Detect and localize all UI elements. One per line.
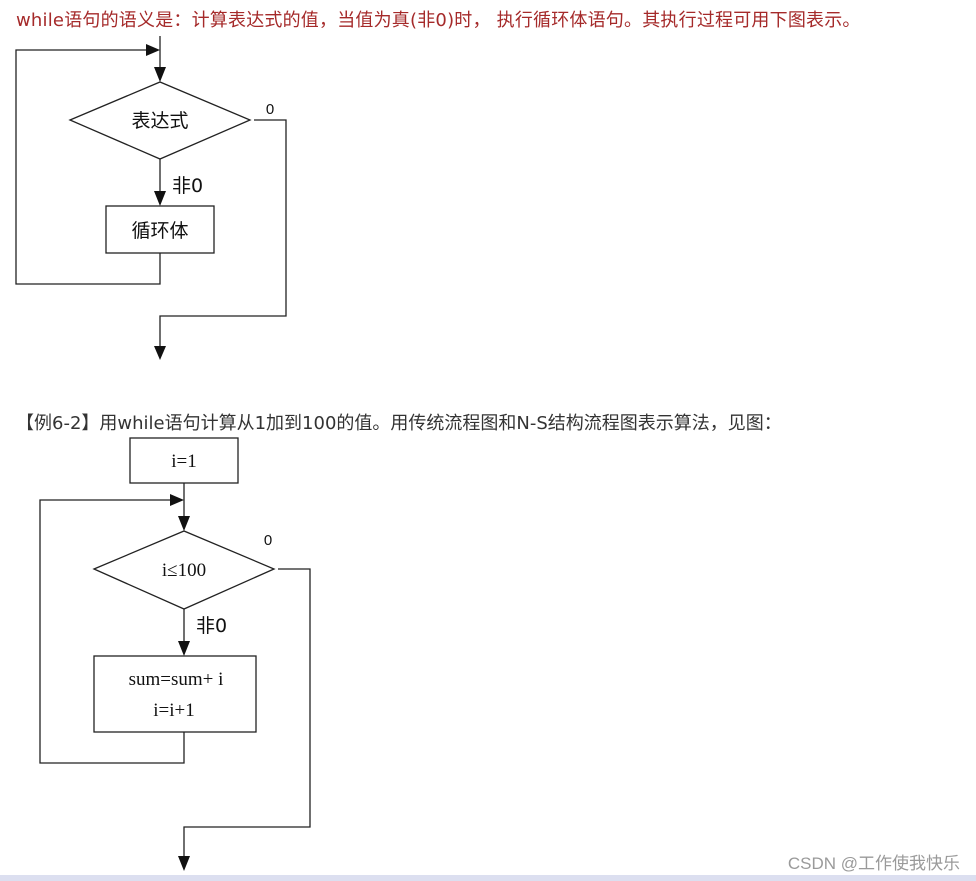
loop-body-box: [93, 655, 257, 733]
arrow-down-icon: [154, 67, 166, 82]
bottom-bar: [0, 875, 976, 881]
loop-body-line-1: sum=sum+ i: [129, 669, 224, 690]
decision-label: i≤100: [162, 560, 206, 581]
decision-label: 表达式: [131, 110, 188, 132]
loop-back-path: [15, 49, 161, 285]
exit-path: [183, 568, 311, 856]
csdn-watermark: CSDN @工作使我快乐: [787, 854, 960, 873]
while-flowchart-sum-example: i=1 i≤100 0 非0 sum=sum+ i i=i+1: [39, 437, 311, 871]
arrow-down-icon: [178, 641, 190, 656]
init-label: i=1: [171, 451, 197, 472]
loop-body-label: 循环体: [131, 220, 188, 242]
loop-back-path: [39, 499, 185, 764]
while-flowchart-generic: 表达式 0 非0 循环体: [15, 36, 287, 360]
arrow-down-icon: [178, 516, 190, 531]
loop-body-line-2: i=i+1: [153, 700, 195, 721]
example-heading: 【例6-2】用while语句计算从1加到100的值。用传统流程图和N-S结构流程…: [16, 413, 782, 434]
true-branch-label: 非0: [196, 615, 227, 637]
exit-path: [159, 119, 287, 346]
decision-diamond: [92, 530, 276, 610]
arrow-right-icon: [146, 44, 160, 56]
arrow-right-icon: [170, 494, 184, 506]
decision-diamond: [68, 81, 252, 160]
arrow-down-icon: [178, 856, 190, 871]
arrow-down-icon: [154, 191, 166, 206]
false-branch-label: 0: [266, 101, 274, 118]
true-branch-label: 非0: [172, 175, 203, 197]
intro-paragraph: while语句的语义是：计算表达式的值，当值为真(非0)时， 执行循环体语句。其…: [16, 10, 861, 31]
false-branch-label: 0: [264, 532, 272, 549]
arrow-down-icon: [154, 346, 166, 360]
